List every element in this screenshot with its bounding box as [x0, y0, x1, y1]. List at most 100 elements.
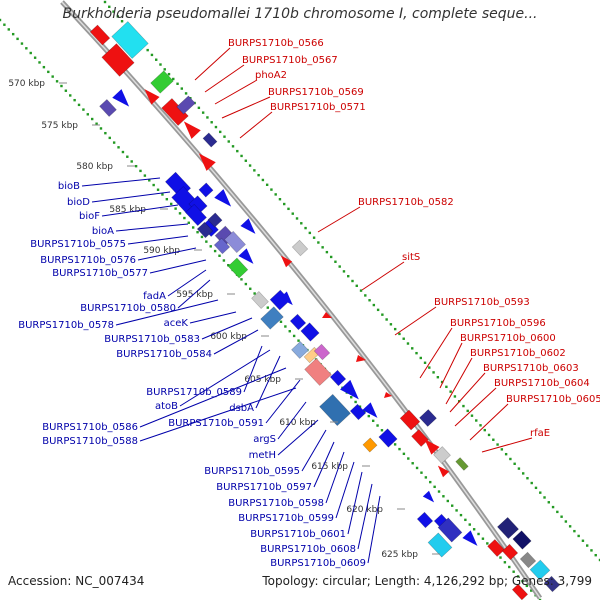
ruler-tick-label: 570 kbp — [8, 79, 45, 89]
leader-line-blue — [213, 329, 259, 355]
gene-label-blue: BURPS1710b_0589 — [146, 387, 242, 398]
gene-block — [529, 559, 551, 581]
leader-line-red — [214, 79, 258, 105]
accession-text: Accession: NC_007434 — [8, 574, 145, 588]
gene-arrow — [214, 189, 232, 207]
gene-label-blue: BURPS1710b_0598 — [228, 498, 324, 509]
gene-block — [291, 341, 309, 359]
gc-dot — [283, 202, 286, 206]
gc-dot — [139, 169, 142, 173]
gc-dot — [508, 565, 511, 569]
gene-block — [437, 517, 463, 543]
gc-dot — [534, 486, 538, 490]
leader-line-blue — [201, 317, 253, 340]
gene-block — [427, 532, 453, 558]
gc-dot — [359, 289, 363, 292]
gc-dot — [504, 452, 508, 456]
gc-dot — [180, 87, 184, 90]
gene-arrow — [437, 465, 450, 478]
gc-dot — [295, 217, 299, 220]
gene-label-red: BURPS1710b_0596 — [450, 318, 546, 329]
gc-dot — [214, 125, 218, 129]
gene-arrow — [362, 402, 378, 418]
ruler-tick-label: 605 kbp — [244, 375, 281, 385]
gc-dot — [376, 424, 379, 427]
gc-dot — [236, 149, 239, 153]
gc-dot — [464, 518, 467, 522]
gene-block — [89, 24, 111, 46]
gc-dot — [143, 174, 147, 177]
gc-dot — [526, 477, 529, 480]
gc-dot — [381, 313, 384, 316]
leader-line-red — [439, 342, 463, 389]
leader-line-blue — [115, 223, 189, 232]
gc-dot — [445, 385, 448, 389]
gene-label-blue: BURPS1710b_0588 — [42, 436, 138, 447]
gene-label-red: BURPS1710b_0593 — [434, 297, 530, 308]
gc-dot — [152, 183, 155, 187]
leader-line-blue — [101, 204, 179, 217]
gc-dot — [577, 534, 580, 538]
gc-dot — [385, 318, 388, 321]
gc-dot — [354, 400, 357, 404]
ruler-tick-label: 600 kbp — [210, 332, 247, 342]
gc-dot — [196, 230, 199, 234]
gc-dot — [500, 448, 504, 451]
gc-dot — [539, 491, 542, 494]
gene-block — [150, 70, 174, 94]
gc-dot — [351, 279, 354, 283]
gc-dot — [104, 131, 107, 135]
leader-line-red — [419, 327, 453, 379]
leader-line-red — [454, 387, 497, 427]
gc-dot — [155, 58, 158, 61]
gc-dot — [7, 28, 10, 31]
gc-dot — [116, 15, 120, 18]
gc-dot — [547, 501, 550, 504]
gc-dot — [432, 371, 435, 374]
gene-arrow — [424, 439, 440, 455]
gene-arrow — [183, 121, 201, 139]
gc-dot — [525, 584, 529, 588]
gc-dot — [449, 390, 452, 393]
gc-dot — [244, 159, 248, 162]
gene-arrow — [198, 153, 216, 171]
gc-dot — [278, 198, 282, 201]
gene-label-blue: BURPS1710b_0576 — [40, 255, 136, 266]
gc-dot — [117, 146, 120, 149]
gene-label-blue: bioD — [67, 197, 90, 208]
gene-block — [185, 203, 207, 227]
gc-dot — [367, 414, 370, 418]
gene-block — [519, 551, 537, 569]
leader-line-blue — [347, 471, 363, 535]
gc-dot — [321, 246, 324, 249]
chromosome-backbone — [60, 0, 543, 600]
gc-dot — [165, 197, 169, 201]
gene-arrow — [279, 291, 293, 306]
gc-dot — [477, 532, 480, 536]
gc-dot — [284, 325, 287, 328]
gc-dot — [287, 207, 290, 211]
leader-line-blue — [177, 279, 211, 309]
gc-dot — [240, 278, 243, 281]
gc-dot — [274, 193, 277, 196]
gc-dot — [20, 42, 24, 45]
leader-line-blue — [277, 401, 307, 440]
gc-dot — [191, 226, 195, 229]
gc-dot — [253, 169, 256, 172]
gene-label-red: BURPS1710b_0600 — [460, 333, 556, 344]
leader-line-red — [221, 96, 271, 119]
ruler-tick-label: 610 kbp — [279, 418, 316, 428]
gc-dot — [560, 515, 563, 518]
gc-dot — [424, 476, 428, 479]
leader-line-blue — [367, 495, 381, 564]
gc-dot — [38, 61, 41, 64]
gc-dot — [178, 212, 182, 215]
gene-block — [497, 516, 519, 540]
gc-dot — [167, 72, 171, 76]
gc-dot — [159, 63, 162, 66]
gc-dot — [218, 254, 221, 257]
gene-arrow — [112, 89, 130, 107]
gc-dot — [184, 92, 188, 95]
gene-block — [300, 322, 320, 342]
